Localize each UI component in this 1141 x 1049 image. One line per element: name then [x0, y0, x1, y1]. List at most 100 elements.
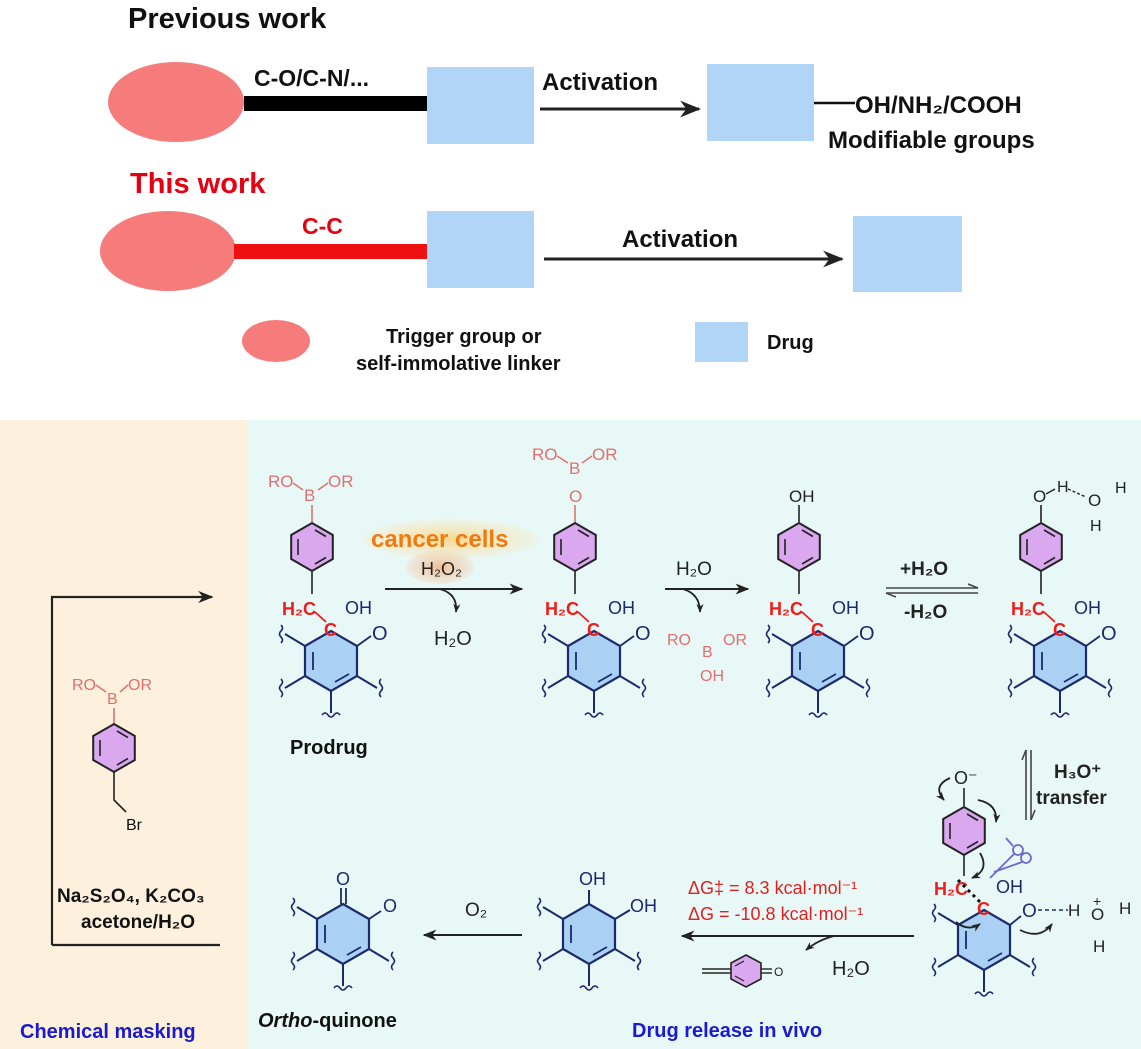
previous-work-section: Previous work C-O/C-N/... Activation OH/…: [108, 3, 1035, 154]
reagent-or: OR: [128, 677, 152, 694]
modifiable-groups-label: Modifiable groups: [828, 127, 1035, 154]
electron-push-arrow-3: [971, 852, 985, 879]
oxygen-oxidation-step: O₂: [422, 900, 522, 941]
black-linker-bond: [244, 96, 427, 111]
ortho-quinone-label: Ortho-quinone: [258, 1010, 397, 1032]
quaternary-carbon-label: C: [977, 899, 990, 919]
h3o-label: H₃O⁺: [1054, 762, 1101, 783]
boronate-ro: RO: [268, 472, 294, 491]
methylene-label: H₂C: [769, 599, 803, 619]
plus-h2o-label: +H₂O: [900, 559, 948, 580]
borate-or: OR: [592, 445, 618, 464]
methylene-label: H₂C: [545, 599, 579, 619]
chemical-masking-step: RO B OR Br Na₂S₂O₄, K₂CO₃ acetone/H₂O Ch…: [20, 590, 220, 1043]
drug-box-free: [853, 216, 962, 292]
hydroxyl-label: OH: [832, 598, 859, 618]
catechol-oh-2: OH: [630, 896, 657, 916]
phenol-molecule: OH H₂C C OH O: [765, 487, 875, 719]
bond: [317, 482, 329, 491]
previous-work-title: Previous work: [128, 3, 327, 35]
this-bond-label: C-C: [302, 213, 343, 239]
boronate-or: OR: [328, 472, 354, 491]
hydroxyl-label: OH: [345, 598, 372, 618]
o2-label: O₂: [465, 900, 487, 921]
borate-ro: RO: [532, 445, 558, 464]
hydrolysis-step: H₂O RO B OR OH: [665, 559, 750, 685]
drug-box-previous: [427, 67, 534, 144]
water-o: O: [1088, 491, 1101, 510]
phenolate-cleavage-molecule: O⁻ H₂C C OH O H O + H H: [931, 768, 1131, 998]
bond: [119, 684, 129, 693]
legend-drug-swatch: [695, 322, 748, 362]
carbonyl-o: O: [1101, 623, 1117, 645]
carbonyl-o: O: [372, 623, 388, 645]
activation-energy-label: ΔG‡ = 8.3 kcal·mol⁻¹: [688, 878, 857, 898]
bond: [1045, 488, 1056, 495]
boric-b: B: [702, 644, 713, 661]
hydrated-phenol-molecule: O H O H H H₂C C OH O: [1007, 479, 1127, 719]
carbonyl-bond: [368, 910, 382, 920]
carbonyl-o: O: [859, 623, 875, 645]
bond: [314, 611, 327, 623]
cancer-cells-glow: [362, 519, 538, 559]
released-groups-label: OH/NH₂/COOH: [855, 92, 1022, 119]
bond: [292, 482, 304, 491]
cancer-cells-label: cancer cells: [371, 526, 508, 553]
carbonyl-o: O: [1022, 901, 1037, 922]
water-h1: H: [1115, 480, 1127, 497]
h2o-byproduct-3: H₂O: [832, 958, 870, 980]
trigger-group-shape-this: [100, 211, 236, 291]
reaction-energy-label: ΔG = -10.8 kcal·mol⁻¹: [688, 904, 863, 924]
shared-h: H: [1057, 479, 1069, 496]
prodrug-molecule: RO B OR H₂C C OH O Prodrug: [268, 472, 388, 759]
reagent-b: B: [107, 691, 118, 708]
this-work-section: This work C-C Activation: [100, 168, 962, 292]
quinone-methide-o: O: [774, 965, 783, 979]
boronic-release-curve: [682, 588, 704, 613]
quinone-o-2: O: [383, 896, 397, 916]
hydronium-h1: H: [1068, 901, 1080, 920]
drug-box-released: [707, 64, 814, 141]
bond: [801, 611, 814, 623]
quaternary-carbon-label: C: [811, 620, 824, 640]
legend-trigger-line1: Trigger group or: [386, 326, 542, 348]
ch2-bond: [113, 772, 127, 813]
bond: [1043, 611, 1056, 623]
carbonyl-bond: [1085, 635, 1101, 647]
minus-h2o-label: -H₂O: [904, 602, 947, 623]
transfer-label: transfer: [1036, 788, 1107, 809]
previous-bond-label: C-O/C-N/...: [254, 65, 369, 91]
water-h2: H: [1090, 518, 1102, 535]
red-cc-linker-bond: [234, 244, 427, 259]
bond: [581, 455, 593, 464]
bromide-label: Br: [126, 817, 143, 834]
electron-push-arrow-5: [955, 921, 981, 932]
carbonyl-bond: [619, 635, 635, 647]
quinone-o-1: O: [336, 869, 350, 889]
boric-oh: OH: [700, 668, 724, 685]
quaternary-carbon-label: C: [1053, 620, 1066, 640]
trigger-group-shape: [108, 62, 244, 142]
drug-box-this: [427, 211, 534, 288]
methylene-label: H₂C: [934, 879, 968, 899]
chemical-masking-caption: Chemical masking: [20, 1021, 196, 1043]
phenol-o: O: [1033, 487, 1046, 506]
activation-label-previous: Activation: [542, 69, 658, 96]
bond: [556, 455, 569, 464]
h2o2-label: H₂O₂: [421, 559, 462, 579]
scissors-icon: [989, 837, 1032, 879]
masking-arrow: [50, 590, 214, 945]
barb: [1021, 749, 1027, 761]
borate-ester-molecule: RO B OR O H₂C C OH O: [532, 445, 651, 719]
carbonyl-bond: [1009, 915, 1022, 926]
water-release-curve: [439, 588, 461, 613]
hydroxyl-label: OH: [608, 598, 635, 618]
carbonyl-bond: [356, 635, 372, 647]
h2o-byproduct-1: H₂O: [434, 628, 472, 650]
conditions-line2: acetone/H₂O: [81, 912, 195, 933]
activation-label-this: Activation: [622, 226, 738, 253]
hydroxyl-label: OH: [1074, 598, 1101, 618]
barb: [885, 592, 897, 598]
ortho-quinone-molecule: O O Ortho-quinone: [258, 869, 397, 1032]
electron-push-arrow-1: [935, 777, 951, 801]
